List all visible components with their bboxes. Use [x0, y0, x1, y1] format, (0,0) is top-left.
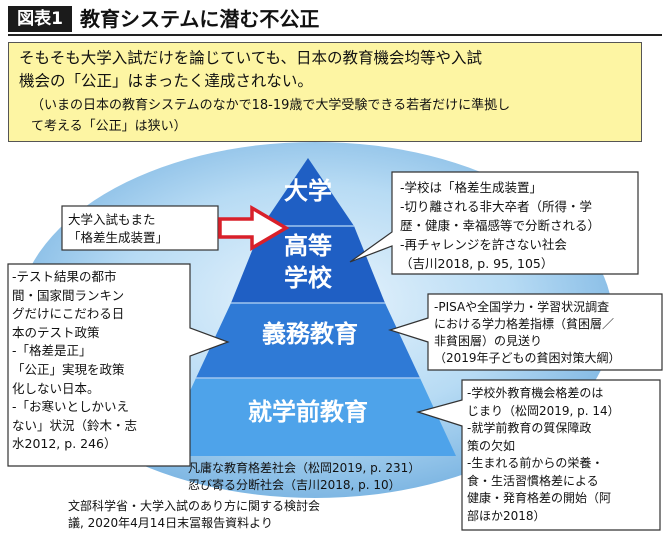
callout-right-mid-text: -PISAや全国学力・学習状況調査 における学力格差指標（貧困層／ 非貧困層）の… — [434, 300, 621, 365]
label-high-school: 高等 学校 — [284, 232, 332, 292]
callout-right-top-text: -学校は「格差生成装置」 -切り離される非大卒者（所得・学 歴・健康・幸福感等で… — [400, 180, 601, 271]
figure-title: 教育システムに潜む不公正 — [80, 7, 320, 31]
source-note: 文部科学省・大学入試のあり方に関する検討会 議, 2020年4月14日末冨報告資… — [68, 499, 321, 530]
red-arrow — [218, 204, 290, 252]
bottom-note: 凡庸な教育格差社会（松岡2019, p. 231） 忍び寄る分断社会（吉川201… — [188, 461, 421, 492]
tier-university — [262, 158, 354, 226]
callout-left — [7, 263, 230, 467]
label-university: 大学 — [284, 177, 332, 205]
summary-sub-text: （いまの日本の教育システムのなかで18-19歳で大学受験できる若者だけに準拠し … — [31, 98, 511, 134]
summary-main-text: そもそも大学入試だけを論じていても、日本の教育機会均等や入試 機会の「公正」はま… — [19, 49, 482, 90]
callout-left-text: -テスト結果の都市 間・国家間ランキン グだけにこだわる日 本のテスト政策 -「… — [12, 269, 138, 452]
callout-right-bot-text: -学校外教育機会格差のは じまり（松岡2019, p. 14） -就学前教育の質… — [467, 386, 620, 523]
univ-note-box — [61, 205, 219, 251]
tier-compulsory — [196, 303, 420, 378]
header-divider — [8, 34, 662, 36]
callout-right-bot — [415, 379, 661, 531]
summary-box: そもそも大学入試だけを論じていても、日本の教育機会均等や入試 機会の「公正」はま… — [8, 42, 642, 142]
label-compulsory-education: 義務教育 — [262, 320, 358, 348]
callout-right-mid — [388, 293, 663, 371]
tier-high-school — [231, 226, 385, 303]
label-preschool-education: 就学前教育 — [248, 398, 368, 426]
figure-badge: 図表1 — [8, 6, 72, 32]
callout-right-top — [349, 171, 639, 275]
tier-preschool — [160, 378, 456, 456]
univ-note-text: 大学入試もまた 「格差生成装置」 — [68, 212, 169, 245]
